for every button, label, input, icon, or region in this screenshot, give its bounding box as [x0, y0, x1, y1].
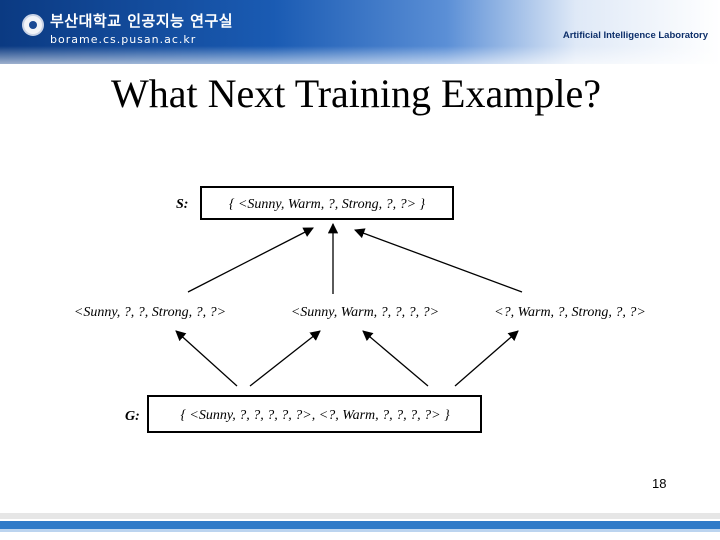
university-emblem-icon	[22, 14, 44, 36]
hypothesis-3: <?, Warm, ?, Strong, ?, ?>	[494, 305, 646, 320]
arrow-g2-to-h2	[362, 330, 429, 387]
page-number: 18	[652, 476, 667, 491]
footer-divider-blue	[0, 521, 720, 529]
arrow-h1-to-s	[187, 227, 314, 293]
arrow-g1-to-h2	[249, 330, 321, 387]
lab-name-english: Artificial Intelligence Laboratory	[562, 30, 708, 41]
arrow-g1-to-h1	[175, 330, 238, 387]
hypothesis-2: <Sunny, Warm, ?, ?, ?, ?>	[291, 305, 439, 320]
lab-name-korean: 부산대학교 인공지능 연구실	[50, 12, 234, 30]
footer-divider-pale	[0, 529, 720, 532]
g-boundary-box	[147, 395, 482, 433]
g-boundary-label: G:	[125, 409, 140, 424]
s-boundary-label: S:	[176, 197, 188, 212]
page-title: What Next Training Example?	[111, 71, 601, 116]
s-boundary-box	[200, 186, 454, 220]
g-boundary-set: { <Sunny, ?, ?, ?, ?, ?>, <?, Warm, ?, ?…	[180, 408, 450, 423]
hypothesis-1: <Sunny, ?, ?, Strong, ?, ?>	[74, 305, 226, 320]
lab-url: borame.cs.pusan.ac.kr	[50, 33, 197, 46]
footer-divider-light	[0, 513, 720, 519]
arrow-h3-to-s	[354, 228, 523, 293]
s-boundary-set: { <Sunny, Warm, ?, Strong, ?, ?> }	[229, 197, 426, 212]
arrow-g2-to-h3	[454, 330, 519, 387]
header-fade	[0, 46, 720, 76]
